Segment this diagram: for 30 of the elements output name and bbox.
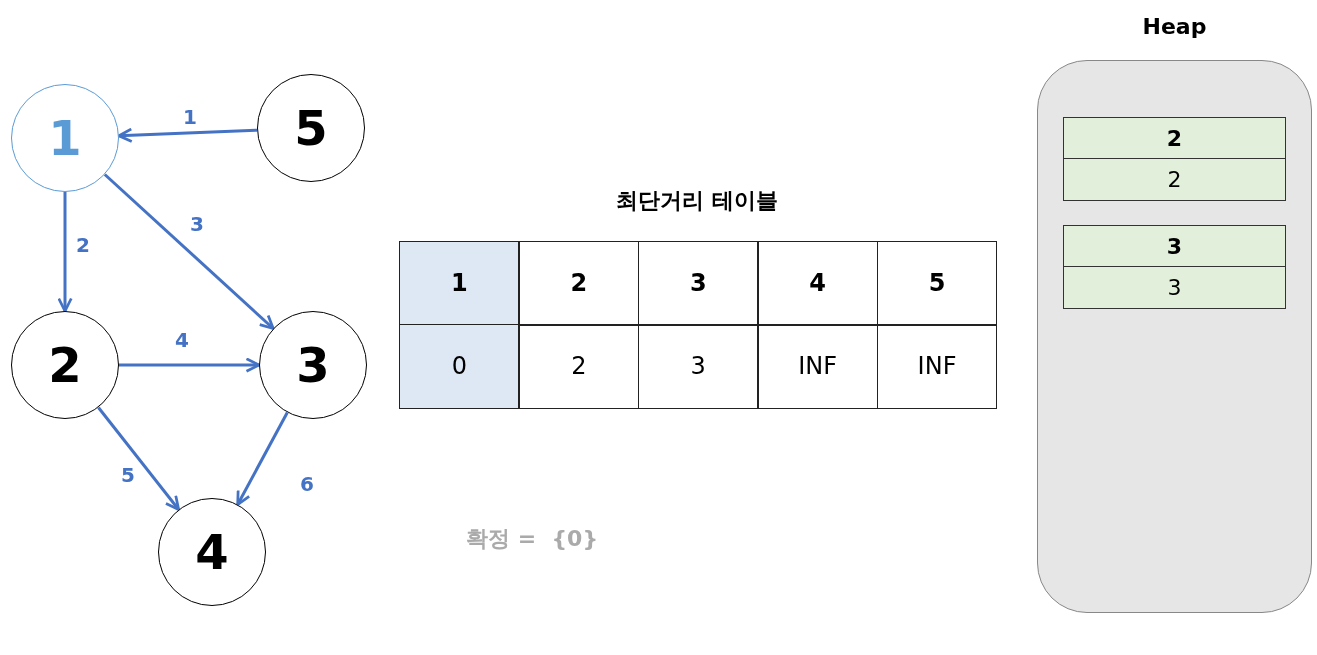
graph-node: 2 <box>11 311 119 419</box>
value-cell: 2 <box>518 324 640 409</box>
table-title: 최단거리 테이블 <box>616 187 778 215</box>
arrow <box>103 173 275 330</box>
header-cell: 1 <box>399 241 520 326</box>
heading: Heap <box>1142 13 1207 41</box>
arrow <box>236 411 289 506</box>
arrow <box>57 192 73 313</box>
header-cell: 3 <box>637 241 759 326</box>
graph-node: 1 <box>11 84 119 192</box>
key-text: 2 <box>1165 124 1184 153</box>
value-cell: 3 <box>637 324 759 409</box>
key-text: 3 <box>1165 232 1184 261</box>
header-cell: 2 <box>518 241 640 326</box>
graph-node: 4 <box>158 498 266 606</box>
arrow <box>97 406 180 511</box>
value-cell: 0 <box>399 324 520 409</box>
confirmed-set-text: 확정 = {0} <box>466 525 599 553</box>
value-text: 3 <box>1064 266 1285 307</box>
graph-node: 5 <box>257 74 365 182</box>
value-cell: INF <box>876 324 998 409</box>
header-cell: 4 <box>757 241 879 326</box>
arrow <box>117 127 258 143</box>
value-text: 2 <box>1064 158 1285 199</box>
header-cell: 5 <box>876 241 998 326</box>
graph-node: 3 <box>259 311 367 419</box>
heap-entry <box>1063 225 1286 309</box>
arrow <box>119 357 261 373</box>
value-cell: INF <box>757 324 879 409</box>
heap-entry <box>1063 117 1286 201</box>
